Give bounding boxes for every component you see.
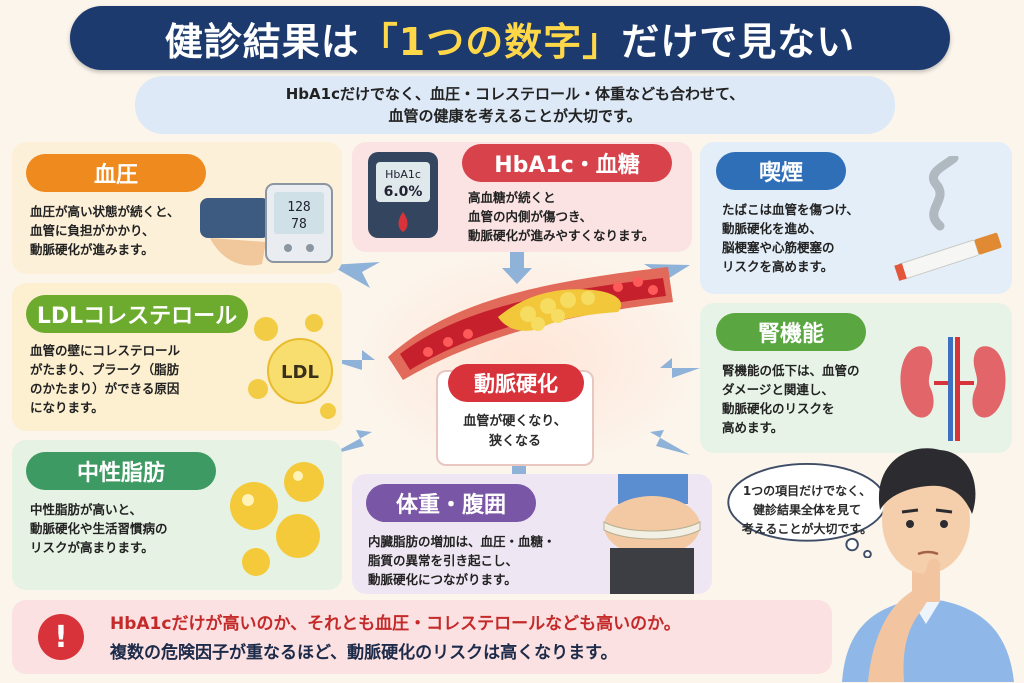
card-label: 中性脂肪 <box>26 452 216 490</box>
arrow-icon <box>330 262 380 288</box>
arrow-icon <box>330 350 375 370</box>
waist-measuring-tape-icon <box>603 474 701 594</box>
svg-text:HbA1c: HbA1c <box>385 168 421 181</box>
arrow-icon <box>660 358 700 378</box>
svg-text:LDL: LDL <box>281 362 319 383</box>
card-label: 喫煙 <box>716 152 846 190</box>
fat-droplets-icon <box>230 462 324 576</box>
card-body: 内臓脂肪の増加は、血圧・血糖・ 脂質の異常を引き起こし、 動脈硬化につながります… <box>368 534 556 587</box>
glucose-meter-icon: HbA1c 6.0% <box>368 152 438 238</box>
card-body: 腎機能の低下は、血管の ダメージと関連し、 動脈硬化のリスクを 高めます。 <box>722 363 860 435</box>
card-body: たばこは血管を傷つけ、 動脈硬化を進め、 脳梗塞や心筋梗塞の リスクを高めます。 <box>722 202 859 274</box>
card-body: 血管の壁にコレステロール がたまり、プラーク（脂肪 のかたまり）ができる原因 に… <box>30 343 181 415</box>
alert-box <box>12 600 832 674</box>
cholesterol-particles-icon: LDL <box>248 314 336 419</box>
title-post: だけで見ない <box>621 19 856 64</box>
subtitle-line: 血管の健康を考えることが大切です。 <box>388 107 642 125</box>
card-label: 腎機能 <box>716 313 866 351</box>
thought-text: 1つの項目だけでなく、 健診結果全体を見て 考えることが大切です。 <box>741 484 873 536</box>
card-label: 血圧 <box>26 154 206 192</box>
title-highlight: 「1つの数字」 <box>359 19 622 64</box>
card-smoking: 喫煙 たばこは血管を傷つけ、 動脈硬化を進め、 脳梗塞や心筋梗塞の リスクを高め… <box>700 142 1012 294</box>
alert-line: 複数の危険因子が重なるほど、動脈硬化のリスクは高くなります。 <box>110 643 618 663</box>
card-body: 中性脂肪が高いと、 動脈硬化や生活習慣病の リスクが高まります。 <box>30 502 168 555</box>
center-description: 血管が硬くなり、 狭くなる <box>463 414 567 449</box>
subtitle-box: HbA1cだけでなく、血圧・コレステロール・体重なども合わせて、 血管の健康を考… <box>135 76 895 134</box>
svg-text:78: 78 <box>291 217 307 232</box>
arrow-icon <box>650 430 690 455</box>
card-blood-pressure: 血圧 血圧が高い状態が続くと、 血管に負担がかかり、 動脈硬化が進みます。 12… <box>12 142 342 274</box>
card-triglyceride: 中性脂肪 中性脂肪が高いと、 動脈硬化や生活習慣病の リスクが高まります。 <box>12 440 342 590</box>
card-kidney: 腎機能 腎機能の低下は、血管の ダメージと関連し、 動脈硬化のリスクを 高めます… <box>700 303 1012 453</box>
card-label: 体重・腹囲 <box>366 484 536 522</box>
card-weight: 体重・腹囲 内臓脂肪の増加は、血圧・血糖・ 脂質の異常を引き起こし、 動脈硬化に… <box>352 474 712 594</box>
arrow-icon <box>330 430 372 455</box>
subtitle-line: HbA1cだけでなく、血圧・コレステロール・体重なども合わせて、 <box>285 85 745 103</box>
card-label: LDLコレステロール <box>26 295 248 333</box>
exclamation-icon: ! <box>38 614 84 660</box>
cigarette-icon <box>894 156 1002 281</box>
center-label: 動脈硬化 <box>448 364 584 402</box>
card-ldl: LDLコレステロール 血管の壁にコレステロール がたまり、プラーク（脂肪 のかた… <box>12 283 342 431</box>
title-pre: 健診結果は <box>164 19 360 64</box>
svg-text:6.0%: 6.0% <box>384 184 423 200</box>
thinking-man-icon <box>842 448 1014 682</box>
card-label: HbA1c・血糖 <box>462 144 672 182</box>
kidneys-icon <box>900 337 1006 441</box>
card-hba1c: HbA1c 6.0% HbA1c・血糖 高血糖が続くと 血管の内側が傷つき、 動… <box>352 142 692 252</box>
blood-pressure-monitor-icon: 128 78 <box>200 183 333 266</box>
arrow-icon <box>502 252 532 284</box>
card-body: 血圧が高い状態が続くと、 血管に負担がかかり、 動脈硬化が進みます。 <box>30 204 180 257</box>
page-title: 健診結果は「1つの数字」だけで見ない <box>70 6 950 70</box>
card-body: 高血糖が続くと 血管の内側が傷つき、 動脈硬化が進みやすくなります。 <box>468 190 655 243</box>
alert-line: HbA1cだけが高いのか、それとも血圧・コレステロールなども高いのか。 <box>110 614 681 634</box>
svg-text:128: 128 <box>287 200 310 215</box>
artery-plaque-icon <box>388 267 673 380</box>
